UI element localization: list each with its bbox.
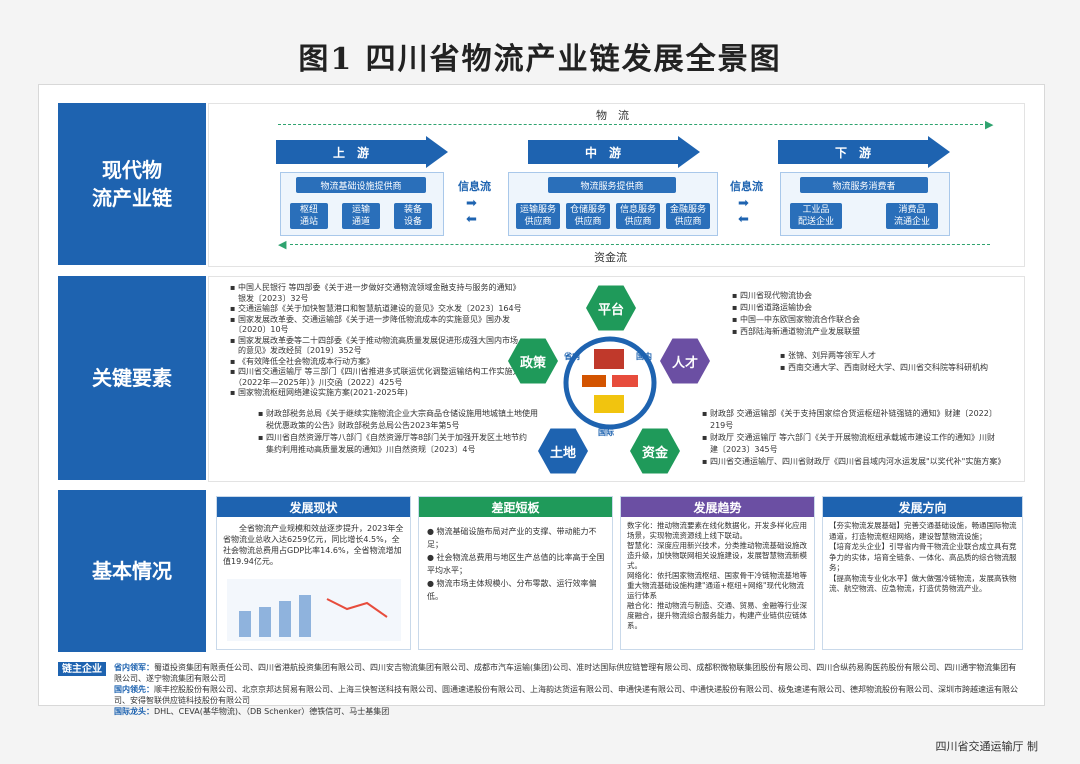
- midstream-item-finance: 金融服务 供应商: [666, 203, 710, 229]
- capital-list: ▪ 财政部 交通运输部《关于支持国家综合货运枢纽补链强链的通知》财建〔2022〕…: [702, 409, 1006, 466]
- section-label-chain: 现代物 流产业链: [58, 103, 206, 265]
- talent-list: ▪ 张锦、刘异两等领军人才▪ 西南交通大学、西南财经大学、四川省交科院等科研机构: [780, 351, 988, 372]
- flow-label-info-2: 信息流: [730, 180, 763, 193]
- midstream-header: 物流服务提供商: [548, 177, 676, 193]
- arrow-right-icon: ▶: [985, 118, 994, 131]
- midstream-item-transport: 运输服务 供应商: [516, 203, 560, 229]
- midstream-item-info: 信息服务 供应商: [616, 203, 660, 229]
- upstream-item-hub: 枢纽 通站: [290, 203, 328, 229]
- stage-label-midstream: 中 游: [584, 146, 621, 160]
- stage-arrow-downstream: [778, 136, 950, 168]
- platform-list: ▪ 四川省现代物流协会▪ 四川省道路运输协会 ▪ 中国—中东欧国家物流合作联合会…: [732, 291, 860, 336]
- policy-list: ▪ 中国人民银行 等四部委《关于进一步做好交通物流领域金融支持与服务的通知》 银…: [230, 283, 529, 397]
- midstream-item-warehouse: 仓储服务 供应商: [566, 203, 610, 229]
- card-gaps-text: ● 物流基础设施布局对产业的支撑、带动能力不足； ● 社会物流总费用与地区生产总…: [427, 527, 605, 601]
- chain-row-province: 省内领军：蜀道投资集团有限责任公司、四川省港航投资集团有限公司、四川安吉物流集团…: [114, 663, 1017, 683]
- card-status-title: 发展现状: [217, 497, 410, 517]
- stage-arrow-upstream: [276, 136, 448, 168]
- card-trends-title: 发展趋势: [621, 497, 814, 517]
- card-direction-text: 【夯实物流发展基础】完善交通基础设施，畅通国际物流通道，打造物流枢纽网络，建设智…: [829, 521, 1017, 593]
- footer-credit: 四川省交通运输厅 制: [935, 740, 1039, 753]
- logistics-dashed-line: [278, 124, 988, 125]
- downstream-header: 物流服务消费者: [800, 177, 928, 193]
- stage-label-downstream: 下 游: [834, 146, 871, 160]
- arrow-right-icon: ➡: [738, 196, 749, 211]
- card-status-mini-chart: [227, 579, 401, 641]
- card-trends-text: 数字化：推动物流要素在线化数据化，开发多样化应用场景，实现物流资源线上线下联动。…: [627, 521, 807, 630]
- downstream-item-consumer: 消费品 流通企业: [886, 203, 938, 229]
- card-direction-title: 发展方向: [823, 497, 1022, 517]
- arrow-right-icon: ➡: [466, 196, 477, 211]
- flow-label-logistics: 物 流: [596, 109, 629, 122]
- chain-row-international: 国际龙头：DHL、CEVA(基华物流)、（DB Schenker）德铁信可、马士…: [114, 707, 390, 716]
- upstream-header: 物流基础设施提供商: [296, 177, 426, 193]
- section-label-basic: 基本情况: [58, 490, 206, 652]
- page-title: 图1 四川省物流产业链发展全景图: [298, 42, 782, 77]
- central-ring: [563, 336, 657, 430]
- arrow-left-icon: ⬅: [466, 212, 477, 227]
- card-status: 发展现状 全省物流产业规模和效益逐步提升，2023年全省物流业总收入达6259亿…: [216, 496, 411, 650]
- capital-dashed-line: [290, 244, 990, 245]
- card-gaps-title: 差距短板: [419, 497, 612, 517]
- downstream-item-industrial: 工业品 配送企业: [790, 203, 842, 229]
- ring-label-domestic: 国内: [636, 352, 652, 361]
- card-trends: 发展趋势 数字化：推动物流要素在线化数据化，开发多样化应用场景，实现物流资源线上…: [620, 496, 815, 650]
- ring-label-international: 国际: [598, 428, 614, 437]
- upstream-item-channel: 运输 通道: [342, 203, 380, 229]
- flow-label-info-1: 信息流: [458, 180, 491, 193]
- land-list: ▪ 财政部税务总局《关于继续实施物流企业大宗商品仓储设施用地城镇土地使用 税优惠…: [258, 409, 538, 454]
- chain-label: 链主企业: [58, 662, 106, 676]
- flow-label-capital: 资金流: [594, 251, 627, 264]
- arrow-left-icon: ⬅: [738, 212, 749, 227]
- card-gaps: 差距短板 ● 物流基础设施布局对产业的支撑、带动能力不足； ● 社会物流总费用与…: [418, 496, 613, 650]
- stage-label-upstream: 上 游: [332, 146, 369, 160]
- upstream-item-equipment: 装备 设备: [394, 203, 432, 229]
- chain-row-domestic: 国内领先：顺丰控股股份有限公司、北京京邦达贸易有限公司、上海三快智送科技有限公司…: [114, 685, 1018, 705]
- chain-enterprises: 链主企业 省内领军：蜀道投资集团有限责任公司、四川省港航投资集团有限公司、四川安…: [58, 660, 1023, 716]
- arrow-left-icon: ◀: [278, 238, 287, 251]
- stage-arrow-midstream: [528, 136, 700, 168]
- section-label-factors: 关键要素: [58, 276, 206, 480]
- card-direction: 发展方向 【夯实物流发展基础】完善交通基础设施，畅通国际物流通道，打造物流枢纽网…: [822, 496, 1023, 650]
- card-status-text: 全省物流产业规模和效益逐步提升，2023年全省物流业总收入达6259亿元，同比增…: [223, 524, 404, 566]
- ring-label-province: 省内: [564, 352, 580, 361]
